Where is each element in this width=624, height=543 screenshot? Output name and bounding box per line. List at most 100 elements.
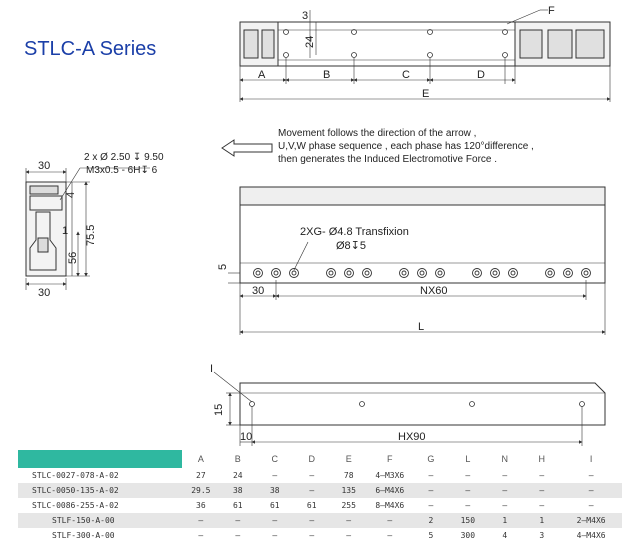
side-dim-1: 1 (62, 225, 68, 237)
table-cell: – (465, 471, 471, 480)
table-row: STLF-150-A-00 – – – – – – 2 150 1 1 2–M4… (18, 513, 622, 528)
table-cell: 29.5 (182, 483, 220, 498)
movement-note-line2: U,V,W phase sequence , each phase has 12… (278, 141, 534, 152)
table-cell: 4–M4X6 (576, 531, 606, 540)
table-cell: 4–M3X6 (375, 471, 405, 480)
table-row: STLF-300-A-00 – – – – – – 5 300 4 3 4–M4… (18, 528, 622, 543)
table-cell: – (367, 513, 413, 528)
table-header-n: N (501, 454, 509, 464)
table-row: STLC-0050-135-A-02 29.5 38 38 – 135 6–M4… (18, 483, 622, 498)
table-header-d: D (308, 454, 315, 464)
movement-note-line3: then generates the Induced Electromotive… (278, 154, 497, 165)
table-cell: 24 (232, 471, 243, 480)
front-dim-5: 5 (217, 264, 229, 270)
table-cell: – (428, 471, 434, 480)
table-cell-model: STLC-0027-078-A-02 (32, 471, 119, 480)
table-header-e: E (345, 454, 352, 464)
front-view-holes (253, 268, 591, 278)
table-cell: – (198, 531, 204, 540)
table-cell: 255 (341, 501, 356, 510)
table-cell: – (465, 501, 471, 510)
table-cell: – (523, 483, 561, 498)
table-cell: 36 (196, 501, 206, 510)
top-dim-a: A (258, 69, 266, 81)
table-cell: – (330, 513, 368, 528)
top-dim-24: 24 (304, 36, 316, 48)
table-cell: 61 (232, 501, 243, 510)
table-cell: – (309, 531, 315, 540)
table-cell: – (182, 513, 220, 528)
technical-drawing: 3 24 A B C D E F Movement follows the di… (25, 5, 611, 446)
table-cell: 27 (196, 471, 206, 480)
side-hole-spec-1: 2 x Ø 2.50 ↧ 9.50 (84, 152, 164, 163)
side-hole-spec-2: M3x0.5 - 6H↧ 6 (86, 165, 158, 176)
table-header-f: F (387, 454, 393, 464)
table-cell: 61 (269, 501, 280, 510)
table-cell: – (502, 471, 508, 480)
table-header-g: G (427, 454, 435, 464)
side-dim-30-top: 30 (38, 160, 50, 172)
top-view (239, 9, 611, 102)
table-header-c: C (271, 454, 279, 464)
table-row: STLC-0086-255-A-02 36 61 61 61 255 8–M4X… (18, 498, 622, 513)
table-cell-model: STLF-150-A-00 (18, 513, 183, 528)
table-cell: – (560, 483, 622, 498)
side-view (25, 167, 150, 290)
table-cell: – (539, 471, 545, 480)
table-cell: 4 (502, 531, 508, 540)
top-dim-f: F (548, 5, 555, 17)
table-cell: 38 (256, 483, 294, 498)
side-dim-56: 56 (67, 252, 79, 264)
table-cell-model: STLC-0050-135-A-02 (18, 483, 183, 498)
top-dim-3: 3 (302, 10, 308, 22)
bottom-view-holes (249, 401, 585, 407)
bottom-dim-hx90: HX90 (398, 431, 426, 443)
front-dim-30: 30 (252, 285, 264, 297)
table-cell-model: STLF-300-A-00 (52, 531, 115, 540)
spec-table-header: A B C D E F G L N H I (18, 450, 622, 468)
top-view-holes (283, 29, 508, 58)
bottom-view (213, 371, 606, 446)
series-title: STLC-A Series (24, 38, 157, 60)
table-cell: 78 (343, 471, 354, 480)
table-cell: – (235, 531, 241, 540)
front-dim-l: L (418, 321, 424, 333)
table-cell: – (256, 513, 294, 528)
table-cell: – (486, 483, 524, 498)
table-cell: – (449, 483, 487, 498)
table-cell: 6–M4X6 (367, 483, 413, 498)
table-cell: – (502, 501, 508, 510)
table-cell: 38 (219, 483, 257, 498)
side-dim-4: 4 (65, 192, 77, 198)
table-header-i: I (589, 454, 593, 464)
front-dim-nx60: NX60 (420, 285, 448, 297)
table-cell: 3 (539, 531, 545, 540)
table-cell: 5 (428, 531, 434, 540)
table-cell: – (588, 501, 594, 510)
top-dim-d: D (477, 69, 485, 81)
table-cell: – (539, 501, 545, 510)
table-cell: – (412, 483, 450, 498)
side-dim-75-5: 75.5 (85, 225, 97, 246)
table-header-h: H (538, 454, 546, 464)
table-cell: 61 (306, 501, 317, 510)
direction-arrow-icon (221, 139, 273, 157)
table-cell: – (293, 513, 331, 528)
table-row: STLC-0027-078-A-02 27 24 – – 78 4–M3X6 –… (18, 468, 622, 483)
table-cell: – (219, 513, 257, 528)
movement-note-line1: Movement follows the direction of the ar… (278, 128, 476, 139)
table-cell: 300 (460, 531, 476, 540)
table-cell: 1 (523, 513, 561, 528)
table-cell-model: STLC-0086-255-A-02 (32, 501, 119, 510)
table-cell: – (309, 471, 315, 480)
bottom-dim-i: I (210, 363, 213, 375)
table-cell: 135 (330, 483, 368, 498)
top-dim-c: C (402, 69, 410, 81)
spec-table: A B C D E F G L N H I STLC-0027-078-A-02… (18, 450, 622, 543)
table-header-a: A (197, 454, 204, 464)
table-cell: 1 (486, 513, 524, 528)
top-dim-b: B (323, 69, 330, 81)
front-transfixion-2: Ø8↧5 (336, 240, 366, 252)
bottom-dim-15: 15 (213, 404, 225, 416)
table-cell: 2–M4X6 (560, 513, 622, 528)
